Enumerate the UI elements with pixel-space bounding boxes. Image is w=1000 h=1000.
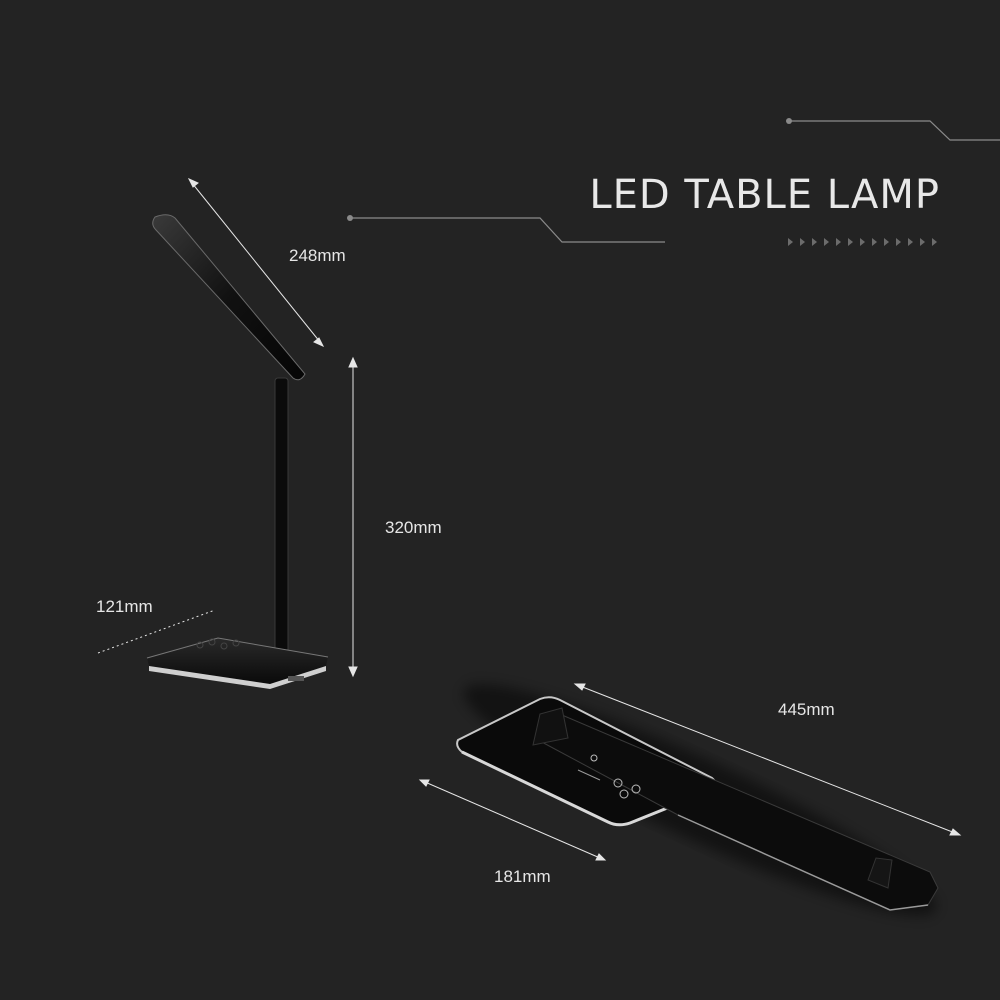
folded-length-label: 445mm [778,700,835,719]
height-label: 320mm [385,518,442,537]
folded-lamp [456,684,939,916]
head-length-label: 248mm [289,246,346,265]
dimension-arrows-folded [418,683,962,861]
chevron-row-icon [788,238,937,246]
base-length-label: 181mm [494,867,551,886]
decor-lines [347,118,1000,243]
dimension-arrows-upright [97,177,358,678]
page-title: LED TABLE LAMP [589,172,940,218]
upright-lamp [146,214,329,689]
base-width-label: 121mm [96,597,153,616]
